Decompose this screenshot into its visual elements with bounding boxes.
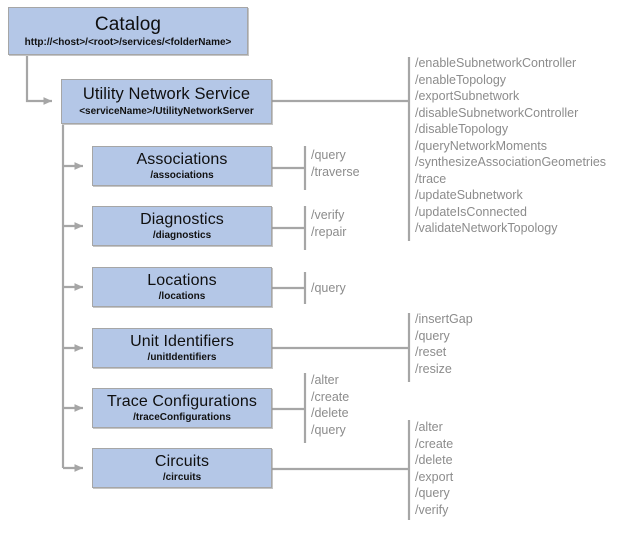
node-circuits-path: /circuits [162, 471, 202, 483]
node-circuits-title: Circuits [154, 452, 210, 470]
operation-item: /trace [415, 171, 447, 186]
operation-item: /reset [415, 345, 447, 359]
operation-item: /delete [311, 406, 349, 420]
operation-item: /enableTopology [415, 72, 507, 87]
node-associations[interactable]: Associations /associations [92, 146, 272, 186]
node-catalog-path: http://<host>/<root>/services/<folderNam… [24, 36, 232, 48]
operation-item: /updateSubnetwork [415, 188, 523, 202]
operation-item: /traverse [311, 164, 360, 179]
operation-item: /alter [311, 373, 339, 387]
node-locations-title: Locations [147, 271, 217, 289]
node-circuits[interactable]: Circuits /circuits [92, 448, 272, 488]
operation-item: /create [415, 436, 454, 451]
operations-unit-identifiers: /insertGap/query/reset/resize [415, 311, 473, 377]
operations-utility-network-service: /enableSubnetworkController/enableTopolo… [415, 55, 606, 237]
operation-item: /synthesizeAssociationGeometries [415, 155, 607, 169]
operation-item: /delete [415, 453, 453, 467]
operations-associations: /query/traverse [311, 147, 360, 180]
operation-item: /alter [415, 420, 443, 434]
node-diagnostics-title: Diagnostics [140, 210, 224, 228]
operation-item: /disableSubnetworkController [415, 105, 579, 120]
operation-item: /disableTopology [415, 122, 509, 136]
operation-item: /enableSubnetworkController [415, 56, 577, 70]
edge-catalog-to-service [25, 56, 52, 105]
node-trace-configurations[interactable]: Trace Configurations /traceConfiguration… [92, 388, 272, 428]
node-catalog-title: Catalog [94, 13, 162, 35]
operations-diagnostics: /verify/repair [311, 207, 346, 240]
operation-item: /query [311, 148, 346, 162]
operation-item: /verify [415, 502, 449, 517]
node-catalog[interactable]: Catalog http://<host>/<root>/services/<f… [8, 7, 248, 55]
node-trace-configurations-path: /traceConfigurations [133, 411, 231, 423]
node-trace-configurations-title: Trace Configurations [107, 392, 257, 410]
operation-item: /insertGap [415, 312, 473, 326]
operation-item: /queryNetworkMoments [415, 138, 547, 153]
operations-circuits: /alter/create/delete/export/query/verify [415, 419, 453, 518]
node-unit-identifiers-title: Unit Identifiers [130, 332, 234, 350]
operation-item: /create [311, 389, 350, 404]
operation-item: /verify [311, 208, 345, 222]
operation-item: /updateIsConnected [415, 204, 527, 219]
node-unit-identifiers[interactable]: Unit Identifiers /unitIdentifiers [92, 328, 272, 368]
operation-item: /exportSubnetwork [415, 89, 520, 103]
node-locations[interactable]: Locations /locations [92, 267, 272, 307]
node-unit-identifiers-path: /unitIdentifiers [147, 351, 217, 363]
operation-item: /query [415, 486, 450, 500]
operation-item: /resize [415, 361, 452, 376]
operation-item: /validateNetworkTopology [415, 221, 558, 235]
node-associations-path: /associations [150, 169, 214, 181]
operations-trace-configurations: /alter/create/delete/query [311, 372, 349, 438]
node-locations-path: /locations [158, 290, 206, 302]
node-utility-network-service-title: Utility Network Service [82, 85, 251, 103]
node-utility-network-service[interactable]: Utility Network Service <serviceName>/Ut… [61, 79, 272, 124]
node-utility-network-service-path: <serviceName>/UtilityNetworkServer [79, 106, 254, 117]
node-associations-title: Associations [136, 150, 228, 168]
operation-item: /repair [311, 224, 347, 239]
operation-item: /query [415, 328, 450, 343]
operations-locations: /query [311, 280, 346, 297]
operation-item: /query [311, 422, 346, 437]
operation-item: /query [311, 281, 346, 295]
node-diagnostics-path: /diagnostics [152, 229, 212, 241]
node-diagnostics[interactable]: Diagnostics /diagnostics [92, 206, 272, 246]
operation-item: /export [415, 469, 454, 484]
